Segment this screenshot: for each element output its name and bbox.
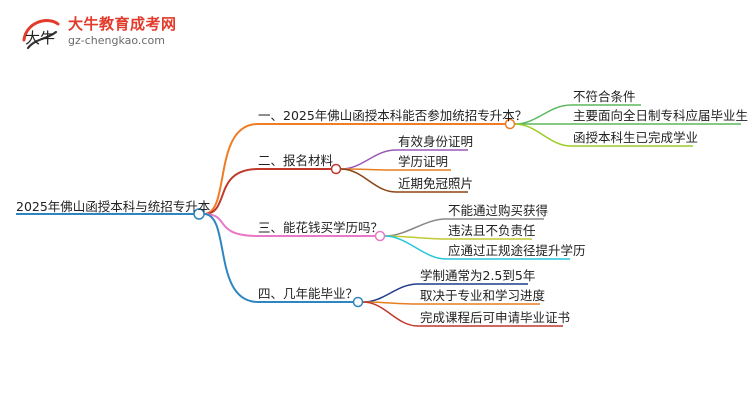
bull-logo-icon: 大牛 — [22, 19, 60, 50]
branch-connector — [203, 213, 259, 303]
branch-topic-4[interactable]: 四、几年能毕业？ — [258, 286, 359, 301]
leaf-topic[interactable]: 主要面向全日制专科应届毕业生 — [573, 108, 749, 123]
leaf-topic[interactable]: 违法且不负责任 — [448, 223, 536, 238]
leaf-topic[interactable]: 函授本科生已完成学业 — [573, 130, 699, 145]
logo-url: gz-chengkao.com — [68, 34, 165, 47]
leaf-topic[interactable]: 近期免冠照片 — [398, 176, 474, 191]
leaf-topic[interactable]: 不能通过购买获得 — [448, 203, 549, 218]
logo-mark-text: 大牛 — [25, 29, 55, 47]
branch-connector — [203, 213, 259, 237]
leaf-topic[interactable]: 不符合条件 — [573, 89, 636, 104]
leaf-connector — [362, 301, 419, 327]
branch-node-circle — [330, 163, 342, 175]
branch-connector — [203, 168, 259, 215]
leaf-topic[interactable]: 有效身份证明 — [398, 134, 474, 149]
branch-topic-3[interactable]: 三、能花钱买学历吗？ — [258, 220, 384, 235]
branch-node-circle — [504, 118, 516, 130]
root-node-circle — [193, 208, 205, 220]
leaf-topic[interactable]: 完成课程后可申请毕业证书 — [420, 310, 571, 325]
leaf-connector — [362, 283, 419, 303]
logo-title: 大牛教育成考网 — [68, 15, 177, 33]
branch-topic-1[interactable]: 一、2025年佛山函授本科能否参加统招专升本？ — [258, 108, 528, 123]
leaf-connector — [340, 149, 397, 170]
branch-topic-2[interactable]: 二、报名材料 — [258, 153, 334, 168]
leaf-connector — [384, 218, 447, 237]
leaf-topic[interactable]: 取决于专业和学习进度 — [420, 288, 546, 303]
branch-node-circle — [374, 230, 386, 242]
leaf-connector — [384, 235, 447, 260]
branch-node-circle — [352, 296, 364, 308]
leaf-topic[interactable]: 学历证明 — [398, 154, 449, 169]
leaf-topic[interactable]: 应通过正规途径提升学历 — [448, 243, 586, 258]
leaf-connector — [340, 168, 397, 193]
leaf-connector — [514, 123, 572, 147]
root-topic[interactable]: 2025年佛山函授本科与统招专升本 — [16, 199, 211, 214]
leaf-topic[interactable]: 学制通常为2.5到5年 — [420, 268, 536, 283]
site-logo[interactable]: 大牛 大牛教育成考网 gz-chengkao.com — [18, 10, 218, 54]
branch-connector — [203, 123, 259, 215]
